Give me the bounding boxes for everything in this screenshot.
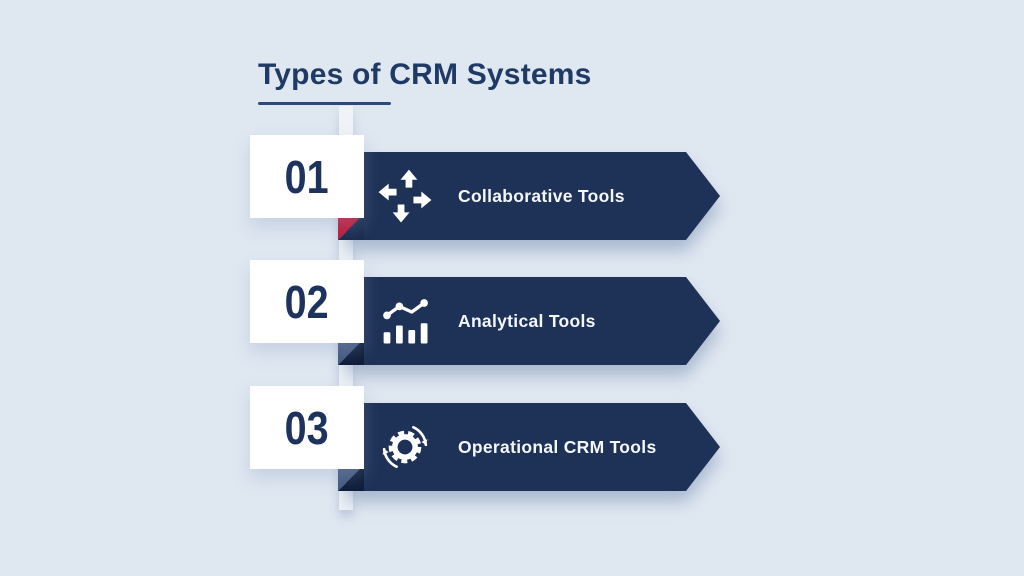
arrow-banner: Collaborative Tools [346, 152, 720, 240]
step-number-card: 03 [250, 386, 364, 469]
page-title: Types of CRM Systems [258, 58, 592, 91]
crm-type-row-operational: Operational CRM Tools 03 [0, 386, 1024, 491]
banner-label: Analytical Tools [458, 310, 596, 331]
ribbon-fold [338, 465, 364, 491]
step-number: 03 [284, 401, 329, 454]
crm-type-row-collaborative: Collaborative Tools 01 [0, 135, 1024, 240]
ribbon-fold [338, 339, 364, 365]
step-number-card: 02 [250, 260, 364, 343]
collaborative-arrows-icon [378, 169, 432, 223]
arrow-banner: Analytical Tools [346, 277, 720, 365]
banner-shadow-wrap: Analytical Tools [0, 277, 1024, 365]
title-underline [258, 102, 391, 105]
crm-type-row-analytical: Analytical Tools 02 [0, 260, 1024, 365]
arrow-banner: Operational CRM Tools [346, 403, 720, 491]
step-number: 02 [284, 275, 329, 328]
bar-chart-trend-icon [378, 294, 432, 348]
banner-label: Operational CRM Tools [458, 436, 657, 457]
gear-sync-icon [378, 420, 432, 474]
ribbon-fold [338, 214, 364, 240]
step-number-card: 01 [250, 135, 364, 218]
banner-label: Collaborative Tools [458, 185, 625, 206]
step-number: 01 [284, 150, 329, 203]
banner-shadow-wrap: Collaborative Tools [0, 152, 1024, 240]
banner-shadow-wrap: Operational CRM Tools [0, 403, 1024, 491]
